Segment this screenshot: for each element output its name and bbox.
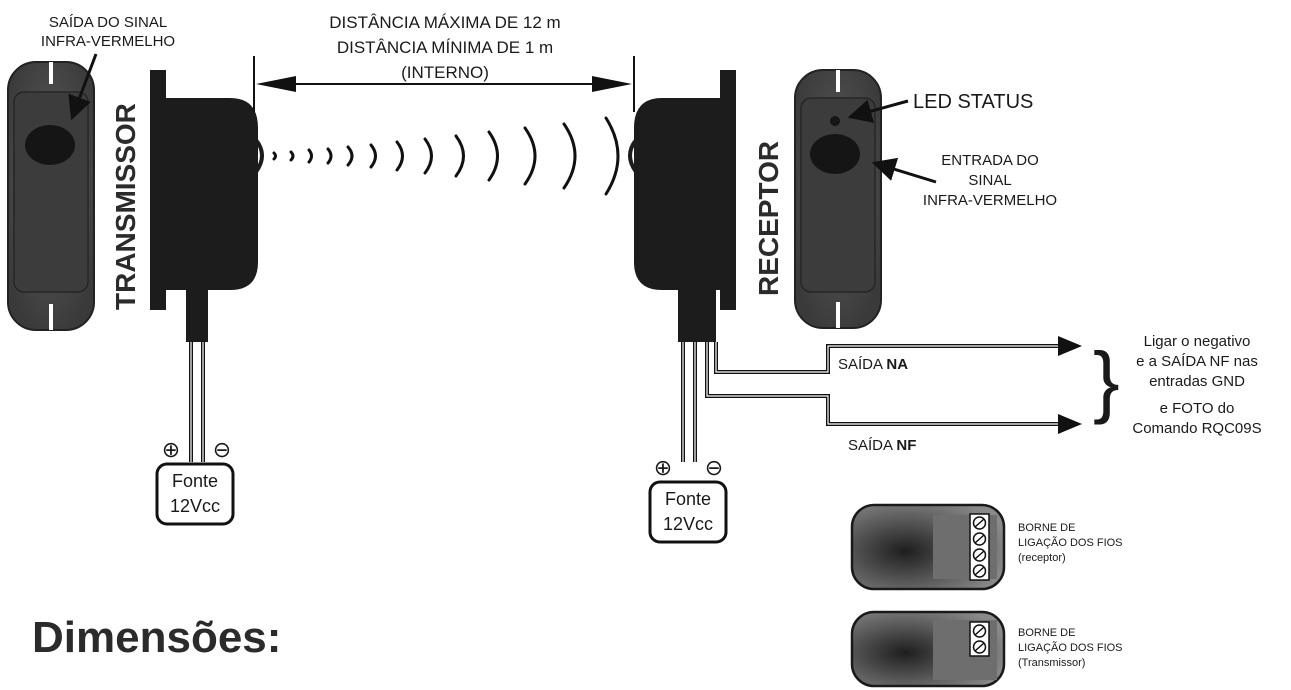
- transmitter-terminal-label: BORNE DE LIGAÇÃO DOS FIOS (Transmissor): [1018, 627, 1123, 669]
- signal-out-line-2: INFRA-VERMELHO: [41, 33, 175, 50]
- note-line-3: entradas GND: [1149, 373, 1245, 390]
- terminal-tx-line-3: (Transmissor): [1018, 657, 1085, 669]
- power-source-line-2: 12Vcc: [170, 496, 220, 516]
- transmitter-lens: [25, 125, 75, 165]
- power-source-line-1: Fonte: [665, 489, 711, 509]
- receiver-terminal-label: BORNE DE LIGAÇÃO DOS FIOS (receptor): [1018, 522, 1123, 564]
- transmitter-signal-out-label: SAÍDA DO SINAL INFRA-VERMELHO: [41, 14, 175, 50]
- distance-min: DISTÂNCIA MÍNIMA DE 1 m: [337, 38, 553, 57]
- transmitter-wires: [189, 342, 205, 462]
- output-na-label: SAÍDA NA: [838, 356, 908, 373]
- power-source-line-1: Fonte: [172, 471, 218, 491]
- terminal-tx-line-2: LIGAÇÃO DOS FIOS: [1018, 641, 1123, 654]
- distance-label: DISTÂNCIA MÁXIMA DE 12 m DISTÂNCIA MÍNIM…: [329, 13, 560, 82]
- dimensions-title: Dimensões:: [32, 613, 281, 662]
- terminal-rx-line-2: LIGAÇÃO DOS FIOS: [1018, 536, 1123, 549]
- signal-in-line-1: ENTRADA DO: [941, 152, 1039, 169]
- output-note: Ligar o negativo e a SAÍDA NF nas entrad…: [1132, 333, 1261, 437]
- output-brace: }: [1093, 336, 1120, 425]
- power-source-line-2: 12Vcc: [663, 514, 713, 534]
- receiver-wires: [681, 336, 1082, 462]
- output-nf-label: SAÍDA NF: [848, 437, 916, 454]
- signal-in-pointer: [871, 157, 937, 184]
- receiver-label: RECEPTOR: [753, 141, 784, 296]
- led-status-indicator: [830, 116, 840, 126]
- power-plus-icon: ⊕: [162, 437, 180, 462]
- signal-out-pointer: [68, 53, 98, 121]
- note-line-2: e a SAÍDA NF nas: [1136, 353, 1258, 370]
- distance-max: DISTÂNCIA MÁXIMA DE 12 m: [329, 13, 560, 32]
- transmitter-cover: [7, 61, 95, 331]
- transmitter-terminal-block: [850, 610, 1006, 688]
- receiver-body: [628, 70, 736, 342]
- receiver-cover: [794, 69, 882, 329]
- screw-icon: [972, 516, 987, 578]
- terminal-tx-line-1: BORNE DE: [1018, 627, 1075, 639]
- terminal-rx-line-3: (receptor): [1018, 552, 1066, 564]
- receiver-lens: [810, 134, 860, 174]
- signal-in-line-2: SINAL: [968, 172, 1011, 189]
- ir-waves: [272, 116, 620, 196]
- power-minus-icon: ⊖: [705, 455, 723, 480]
- signal-out-line-1: SAÍDA DO SINAL: [49, 14, 167, 31]
- distance-interno: (INTERNO): [401, 63, 489, 82]
- signal-in-line-3: INFRA-VERMELHO: [923, 192, 1057, 209]
- distance-arrow: [253, 56, 635, 112]
- power-plus-icon: ⊕: [654, 455, 672, 480]
- note-line-1: Ligar o negativo: [1144, 333, 1251, 350]
- note-line-4: e FOTO do: [1160, 400, 1235, 417]
- receiver-terminal-block: [850, 503, 1006, 591]
- note-line-5: Comando RQC09S: [1132, 420, 1261, 437]
- transmitter-label: TRANSMISSOR: [110, 103, 141, 310]
- terminal-rx-line-1: BORNE DE: [1018, 522, 1075, 534]
- led-status-label: LED STATUS: [913, 91, 1033, 113]
- power-minus-icon: ⊖: [213, 437, 231, 462]
- led-status-text: LED STATUS: [913, 91, 1033, 113]
- transmitter-body: [150, 70, 264, 342]
- transmitter-power-source: ⊕ ⊖ Fonte 12Vcc: [155, 437, 235, 526]
- led-status-pointer: [847, 99, 909, 123]
- receiver-power-source: ⊕ ⊖ Fonte 12Vcc: [648, 455, 728, 544]
- screw-icon: [972, 624, 987, 654]
- signal-in-label: ENTRADA DO SINAL INFRA-VERMELHO: [923, 152, 1057, 209]
